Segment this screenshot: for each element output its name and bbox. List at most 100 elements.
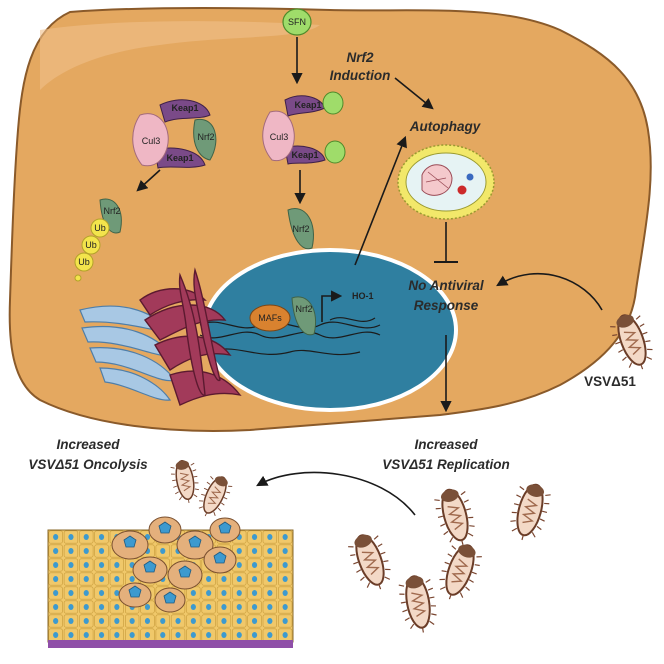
- tissue-cell-nucleus: [236, 562, 242, 568]
- keap1-label-3: Keap1: [294, 100, 321, 110]
- tissue-cell-nucleus: [83, 590, 89, 596]
- tissue-cell-nucleus: [129, 576, 135, 582]
- nrf2-label-3: Nrf2: [292, 224, 309, 234]
- tissue-cell-nucleus: [83, 562, 89, 568]
- cul3-label-1: Cul3: [142, 136, 161, 146]
- tissue-cell-nucleus: [282, 632, 288, 638]
- tissue-cell-nucleus: [190, 632, 196, 638]
- tissue-cell-nucleus: [206, 618, 212, 624]
- ho1-label: HO-1: [352, 291, 374, 301]
- tissue-cell-nucleus: [68, 618, 74, 624]
- tissue-cell-nucleus: [206, 632, 212, 638]
- tissue-cell-nucleus: [267, 604, 273, 610]
- tissue-cell-nucleus: [160, 618, 166, 624]
- tissue-cell-nucleus: [282, 562, 288, 568]
- tissue-cell-nucleus: [267, 534, 273, 540]
- nrf2-label-1: Nrf2: [197, 132, 214, 142]
- tissue-cell-nucleus: [144, 604, 151, 610]
- tissue-cell-nucleus: [206, 576, 212, 582]
- keap1-label-2: Keap1: [166, 153, 193, 163]
- tissue-cell-nucleus: [68, 548, 74, 554]
- tissue-cell-nucleus: [98, 576, 105, 582]
- tissue-cell-nucleus: [282, 618, 288, 624]
- tissue-cell-nucleus: [236, 632, 242, 638]
- infected-cells: [111, 516, 241, 613]
- tumor-tissue: [47, 457, 294, 648]
- tissue-cell-nucleus: [251, 534, 258, 540]
- tissue-cell-nucleus: [221, 618, 227, 624]
- tissue-cell-nucleus: [236, 604, 242, 610]
- tissue-cell-nucleus: [221, 632, 227, 638]
- tissue-cell-nucleus: [206, 590, 212, 596]
- tissue-cell-nucleus: [68, 604, 74, 610]
- sfn-label: SFN: [288, 17, 306, 27]
- tissue-cell-nucleus: [98, 590, 105, 596]
- autophagosome: [397, 144, 495, 220]
- sfn-molecule: [282, 8, 312, 36]
- nucleus: [202, 248, 458, 412]
- tissue-cell-nucleus: [236, 576, 242, 582]
- tissue-cell-nucleus: [53, 590, 59, 596]
- tissue-cell-nucleus: [236, 548, 242, 554]
- tissue-cell-nucleus: [206, 604, 212, 610]
- tissue-cell-nucleus: [160, 632, 166, 638]
- tissue-cell-nucleus: [68, 534, 74, 540]
- tissue-cell-nucleus: [68, 576, 74, 582]
- tissue-cell-nucleus: [221, 604, 227, 610]
- keap1-cul3-nrf2-complex: Keap1 Keap1 Cul3 Nrf2: [132, 99, 217, 169]
- tissue-cell-nucleus: [190, 618, 196, 624]
- vsv-label: VSVΔ51: [584, 374, 636, 389]
- tissue-cell-nucleus: [129, 618, 135, 624]
- tissue-cell-nucleus: [282, 590, 288, 596]
- tissue-cell-nucleus: [98, 534, 105, 540]
- tissue-cell-nucleus: [236, 590, 242, 596]
- tissue-cell-nucleus: [114, 604, 120, 610]
- tissue-cell-nucleus: [98, 562, 105, 568]
- keap1-label-1: Keap1: [171, 103, 198, 113]
- cul3-label-2: Cul3: [270, 132, 289, 142]
- keap1-label-4: Keap1: [291, 150, 318, 160]
- tissue-cell-nucleus: [251, 590, 258, 596]
- endoplasmic-reticulum: [139, 267, 242, 406]
- tissue-cell-nucleus: [114, 590, 120, 596]
- increased-replication-label: Increased: [414, 437, 478, 452]
- tissue-cell-nucleus: [98, 618, 105, 624]
- tissue-cell-nucleus: [221, 576, 227, 582]
- ubiquitinated-nrf2: Nrf2 Ub Ub Ub: [74, 198, 122, 282]
- tissue-cell-nucleus: [282, 604, 288, 610]
- increased-oncolysis-label: Increased: [56, 437, 120, 452]
- tissue-cell-nucleus: [251, 548, 258, 554]
- tissue-cell-nucleus: [83, 576, 89, 582]
- tissue-cell-nucleus: [282, 548, 288, 554]
- tissue-cell-nucleus: [267, 576, 273, 582]
- mafs-label: MAFs: [258, 313, 282, 323]
- tissue-cell-nucleus: [83, 618, 89, 624]
- tissue-cell-nucleus: [53, 576, 59, 582]
- tissue-cell-nucleus: [251, 562, 258, 568]
- tissue-cell-nucleus: [53, 618, 59, 624]
- nuclear-nrf2: [291, 296, 316, 336]
- tissue-cell-nucleus: [98, 548, 105, 554]
- tissue-cell-nucleus: [251, 618, 258, 624]
- tissue-cell-nucleus: [190, 604, 196, 610]
- ub-label-1: Ub: [94, 223, 106, 233]
- tissue-cell-nucleus: [114, 632, 120, 638]
- no-antiviral-label: No Antiviral: [408, 278, 484, 293]
- tissue-cell-nucleus: [83, 632, 89, 638]
- free-nrf2: [287, 208, 314, 250]
- tissue-cell-nucleus: [144, 618, 151, 624]
- nrf2-induction-label-2: Induction: [330, 68, 391, 83]
- tissue-cell-nucleus: [53, 604, 59, 610]
- tissue-cell-nucleus: [267, 562, 273, 568]
- nrf2-label-2: Nrf2: [103, 206, 120, 216]
- tissue-cell-nucleus: [98, 604, 105, 610]
- tissue-cell-nucleus: [129, 632, 135, 638]
- tissue-cell-nucleus: [267, 632, 273, 638]
- tissue-cell-nucleus: [190, 590, 196, 596]
- tissue-cell-nucleus: [144, 632, 151, 638]
- ub-label-2: Ub: [85, 240, 97, 250]
- tissue-cell-nucleus: [160, 548, 166, 554]
- tissue-cell-nucleus: [83, 548, 89, 554]
- tissue-cell-nucleus: [114, 562, 120, 568]
- tissue-cell-nucleus: [83, 604, 89, 610]
